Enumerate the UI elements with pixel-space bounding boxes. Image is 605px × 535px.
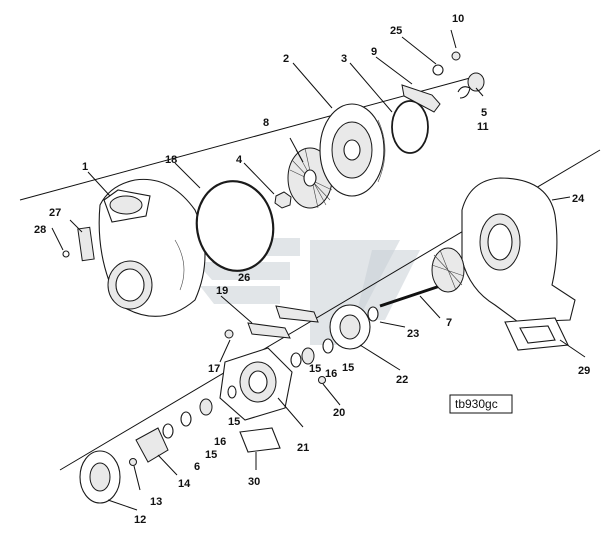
ring-15a bbox=[290, 352, 302, 368]
callout-5: 5 bbox=[481, 107, 487, 119]
ring-15b bbox=[322, 338, 334, 354]
callout-9: 9 bbox=[371, 46, 377, 58]
seal-ring-3 bbox=[391, 100, 429, 154]
insert-plate-12 bbox=[79, 450, 121, 504]
callout-15b: 15 bbox=[228, 416, 240, 428]
callout-2: 2 bbox=[283, 53, 289, 65]
ring-15d bbox=[180, 411, 192, 427]
callout-16b: 16 bbox=[325, 368, 337, 380]
compressor-backplate bbox=[319, 103, 386, 197]
callout-14: 14 bbox=[178, 478, 191, 490]
callout-15a: 15 bbox=[205, 449, 217, 461]
ring-16a bbox=[301, 347, 315, 365]
bearing-housing bbox=[219, 347, 293, 421]
callout-29: 29 bbox=[578, 365, 590, 377]
nut-4 bbox=[274, 191, 292, 209]
oring-18 bbox=[195, 180, 275, 272]
callout-20: 20 bbox=[333, 407, 345, 419]
callout-13: 13 bbox=[150, 496, 162, 508]
turbine-housing bbox=[461, 177, 576, 323]
bolt-20 bbox=[318, 376, 326, 384]
ring-23 bbox=[367, 306, 379, 322]
gasket-30 bbox=[239, 427, 281, 453]
callout-17: 17 bbox=[208, 363, 220, 375]
callout-22: 22 bbox=[396, 374, 408, 386]
callout-11: 11 bbox=[477, 121, 489, 133]
callout-8: 8 bbox=[263, 117, 269, 129]
callout-15c: 15 bbox=[309, 363, 321, 375]
callout-15d: 15 bbox=[342, 362, 354, 374]
callout-21: 21 bbox=[297, 442, 309, 454]
ring-16b bbox=[199, 398, 213, 416]
callout-28: 28 bbox=[34, 224, 46, 236]
callout-labels: 1 2 3 4 5 6 7 8 9 10 11 12 13 14 15 15 1… bbox=[34, 13, 590, 526]
mounting-clip bbox=[77, 226, 95, 262]
thrust-plate-14 bbox=[135, 427, 169, 463]
link-9 bbox=[401, 84, 441, 113]
callout-12: 12 bbox=[134, 514, 146, 526]
callout-16a: 16 bbox=[214, 436, 226, 448]
callout-1: 1 bbox=[82, 161, 88, 173]
callout-4: 4 bbox=[236, 154, 243, 166]
turbine-wheel-shaft bbox=[379, 247, 465, 308]
callout-3: 3 bbox=[341, 53, 347, 65]
link-26 bbox=[275, 305, 319, 323]
callout-26: 26 bbox=[238, 272, 250, 284]
bushing-5 bbox=[467, 72, 485, 92]
callout-30: 30 bbox=[248, 476, 260, 488]
callout-7: 7 bbox=[446, 317, 452, 329]
compressor-housing bbox=[98, 178, 206, 317]
washer-25 bbox=[432, 64, 444, 76]
reference-code: tb930gc bbox=[455, 397, 498, 411]
bolt-17 bbox=[224, 329, 234, 339]
screw-28 bbox=[62, 250, 70, 258]
callout-19: 19 bbox=[216, 285, 228, 297]
callout-10: 10 bbox=[452, 13, 464, 25]
ring-15c bbox=[227, 385, 237, 399]
bolt-10 bbox=[451, 51, 461, 61]
callout-25: 25 bbox=[390, 25, 402, 37]
callout-24: 24 bbox=[572, 193, 585, 205]
callout-6: 6 bbox=[194, 461, 200, 473]
callout-27: 27 bbox=[49, 207, 61, 219]
callout-23: 23 bbox=[407, 328, 419, 340]
leader-lines bbox=[51, 29, 586, 511]
heat-shield bbox=[329, 304, 371, 350]
reference-code-box: tb930gc bbox=[449, 394, 513, 414]
callout-18: 18 bbox=[165, 154, 177, 166]
snap-ring-11 bbox=[457, 86, 471, 99]
link-19 bbox=[247, 322, 291, 339]
bolt-13 bbox=[129, 458, 137, 466]
ring-6 bbox=[162, 423, 174, 439]
